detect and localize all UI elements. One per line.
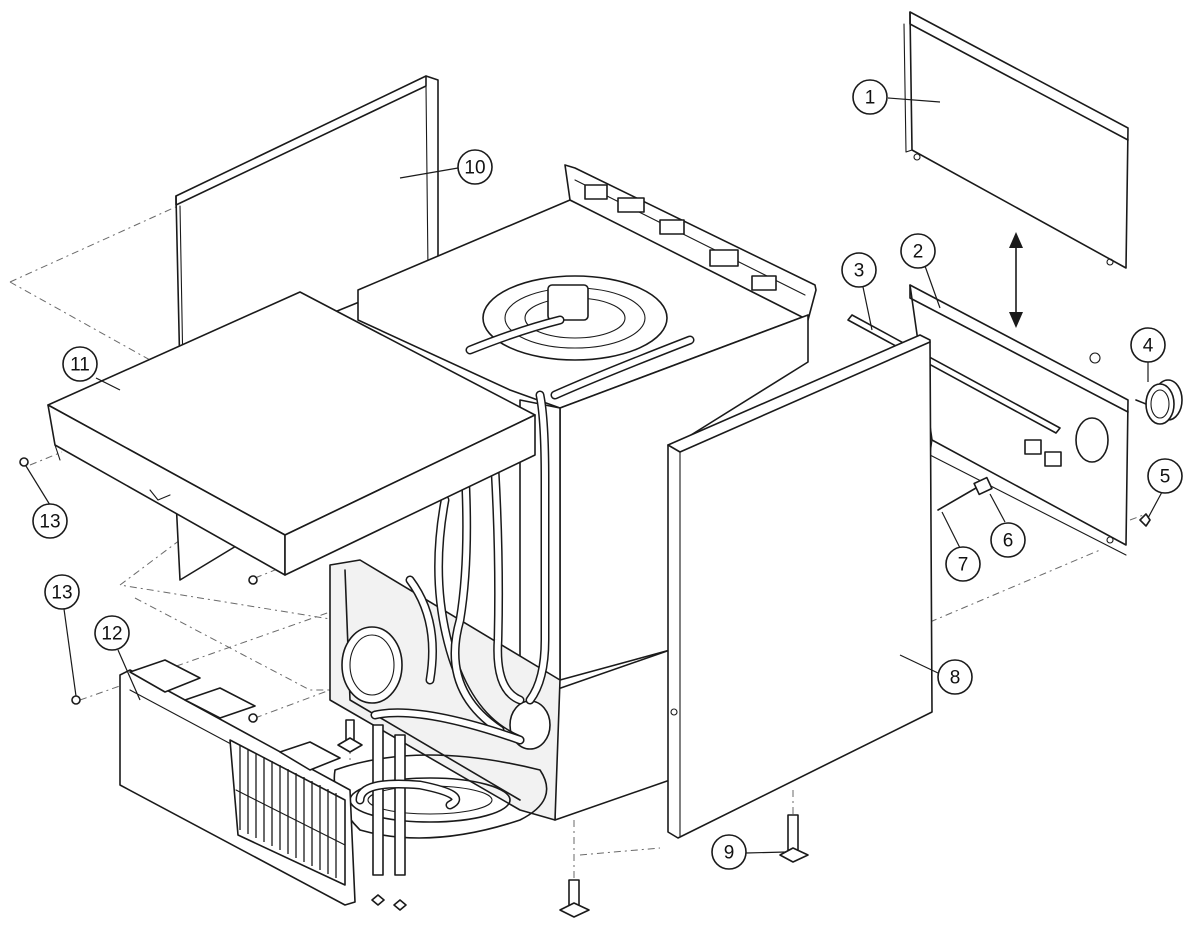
large-side-panel (667, 334, 933, 839)
svg-text:3: 3 (854, 261, 865, 282)
svg-text:4: 4 (1143, 336, 1154, 357)
foot-front-center (559, 879, 590, 918)
upper-access-panel (903, 11, 1129, 269)
callout-4: 4 (1130, 327, 1166, 363)
ventilation-grille (235, 745, 346, 878)
callout-10: 10 (457, 149, 493, 185)
callouts: 1 2 3 4 5 6 7 8 (32, 79, 1183, 870)
callout-13-lower: 13 (44, 574, 80, 610)
svg-text:12: 12 (101, 624, 122, 645)
spring-pin (937, 476, 993, 511)
svg-text:9: 9 (724, 843, 735, 864)
callout-9: 9 (711, 834, 747, 870)
svg-text:7: 7 (958, 555, 969, 576)
svg-text:1: 1 (865, 88, 876, 109)
callout-13-upper: 13 (32, 503, 68, 539)
svg-text:2: 2 (913, 242, 924, 263)
svg-text:6: 6 (1003, 531, 1014, 552)
callout-5: 5 (1147, 458, 1183, 494)
leader-lines (25, 97, 1163, 854)
screw (1139, 513, 1151, 527)
callout-1: 1 (852, 79, 888, 115)
front-kick-panel (119, 659, 356, 906)
screws-bottom (371, 894, 407, 911)
cover-screws (19, 457, 258, 723)
svg-text:5: 5 (1160, 467, 1171, 488)
svg-text:11: 11 (70, 355, 90, 376)
callout-6: 6 (990, 522, 1026, 558)
top-cover (47, 291, 536, 576)
svg-text:10: 10 (464, 158, 485, 179)
svg-text:13: 13 (51, 583, 72, 604)
leveling-feet (337, 719, 809, 918)
callout-11: 11 (62, 346, 98, 382)
dial-knob (1135, 379, 1183, 425)
callout-7: 7 (945, 546, 981, 582)
callout-12: 12 (94, 615, 130, 651)
foot-9 (779, 814, 809, 863)
foot-front-left (337, 719, 363, 753)
callout-3: 3 (841, 252, 877, 288)
svg-text:8: 8 (950, 668, 961, 689)
callout-8: 8 (937, 659, 973, 695)
svg-text:13: 13 (39, 512, 60, 533)
assembly-direction-arrow (1009, 232, 1023, 328)
callout-2: 2 (900, 233, 936, 269)
hoses (355, 315, 695, 876)
